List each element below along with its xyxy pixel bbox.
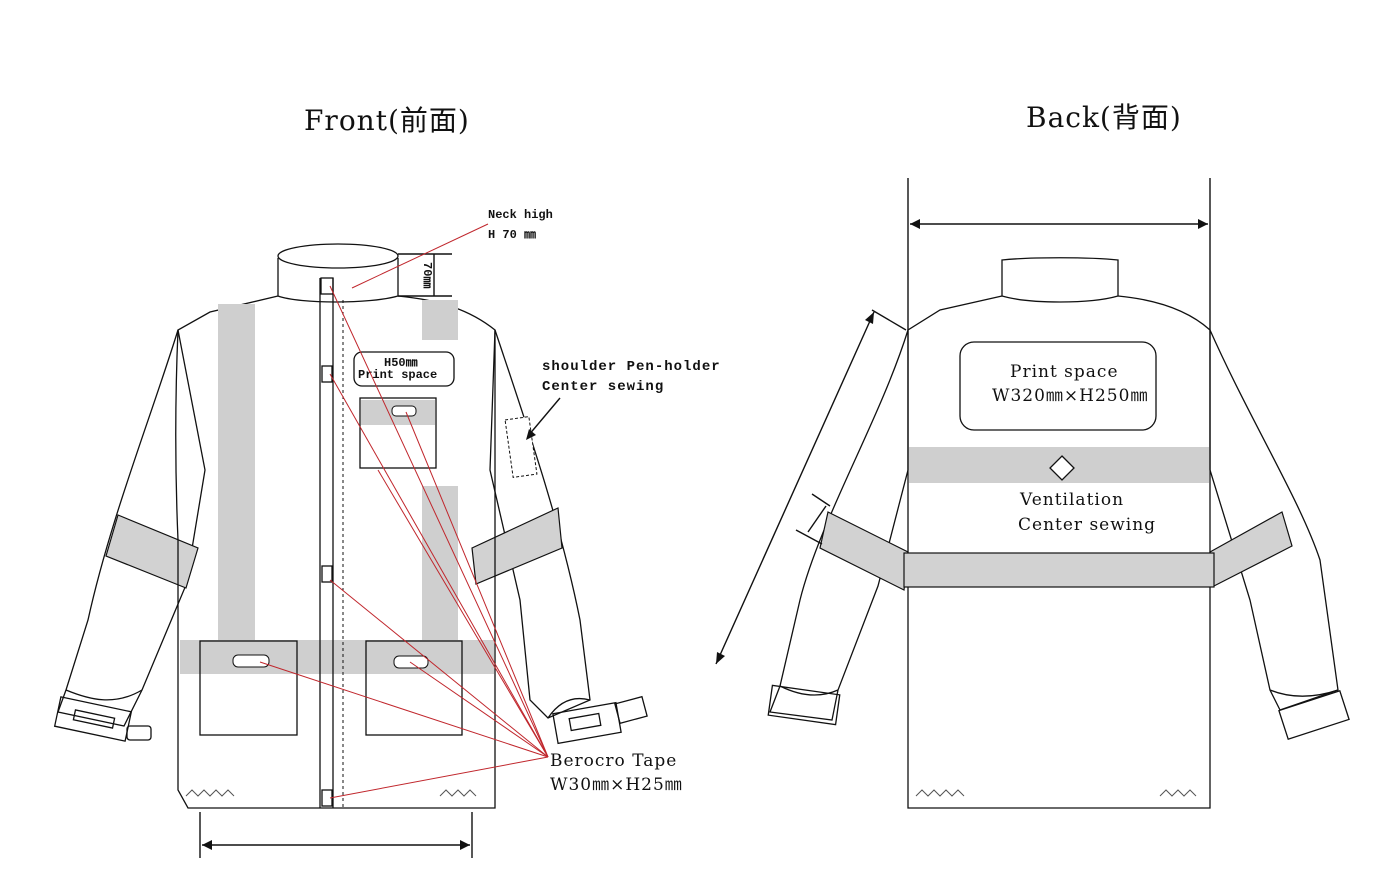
front-right-pocket-tape xyxy=(393,655,429,669)
front-chest-pocket-tape xyxy=(391,405,417,417)
band-dim-line xyxy=(807,505,827,533)
front-left-pocket xyxy=(199,640,298,736)
pen-callout-line xyxy=(527,397,561,437)
front-right-cuff-snap xyxy=(614,695,648,725)
back-hem-right xyxy=(1159,789,1197,797)
back-jacket: Print space W320㎜×H250㎜ Ventilation Cent… xyxy=(715,178,1350,809)
back-waist-band xyxy=(903,552,1215,588)
front-zip-tab-2 xyxy=(321,365,333,383)
band-dim-ext-bottom xyxy=(795,529,823,545)
sleeve-length-arrow-top xyxy=(865,312,874,324)
front-right-cuff xyxy=(547,697,591,719)
back-right-sleeve-band xyxy=(1209,511,1293,587)
pen-label-1: shoulder Pen-holder xyxy=(542,359,721,375)
back-left-sleeve-band xyxy=(819,511,909,591)
front-width-arrow-left xyxy=(202,840,212,850)
back-title: Back(背面) xyxy=(1026,101,1182,134)
back-right-cuff-tab xyxy=(1278,690,1350,740)
sleeve-length-arrow-bottom xyxy=(716,652,725,664)
back-right-cuff xyxy=(1269,689,1339,697)
front-left-pocket-tape xyxy=(232,654,270,668)
front-waist-band xyxy=(180,640,494,674)
front-collar xyxy=(277,258,399,303)
front-left-sleeve-band xyxy=(105,514,199,589)
back-print-label-2: W320㎜×H250㎜ xyxy=(992,386,1148,406)
back-width-arrow-left xyxy=(910,219,920,229)
back-print-label-1: Print space xyxy=(1010,362,1119,382)
tape-label-2: W30㎜×H25㎜ xyxy=(550,775,683,795)
front-hem-right xyxy=(439,789,477,797)
back-hem-left xyxy=(915,789,965,797)
front-print-box xyxy=(353,351,455,387)
vent-label-2: Center sewing xyxy=(1018,515,1156,535)
front-print-label-1: H50㎜ xyxy=(384,356,418,370)
front-width-arrow-right xyxy=(460,840,470,850)
front-collar-top xyxy=(277,243,399,269)
front-title: Front(前面) xyxy=(304,104,470,137)
sleeve-length-line xyxy=(715,311,875,665)
front-right-sleeve-band xyxy=(471,507,563,585)
front-jacket: H50㎜ Print space 70㎜ xyxy=(53,208,721,858)
front-zip-tab-1 xyxy=(320,277,334,295)
pen-callout-arrow xyxy=(526,429,536,440)
front-print-label-2: Print space xyxy=(358,368,437,382)
back-collar xyxy=(1001,257,1119,303)
neck-callout-line xyxy=(351,223,489,289)
vent-label-1: Ventilation xyxy=(1019,490,1124,510)
front-hem-left xyxy=(185,789,235,797)
back-width-arrow-right xyxy=(1198,219,1208,229)
front-right-pocket xyxy=(365,640,463,736)
back-print-box xyxy=(959,341,1157,431)
back-left-cuff xyxy=(779,685,839,696)
front-right-cuff-tape xyxy=(568,712,602,732)
front-left-cuff-tape xyxy=(72,709,116,729)
neck-label-2: H 70 ㎜ xyxy=(488,228,536,242)
ventilation-icon xyxy=(1049,455,1075,481)
front-left-cuff-snap xyxy=(126,725,152,741)
neck-dim-label: 70㎜ xyxy=(420,262,434,288)
front-right-shoulder-band xyxy=(422,300,458,340)
back-body-outline xyxy=(907,295,1211,809)
tape-callout-lines xyxy=(259,285,549,799)
front-right-cuff-tab xyxy=(552,701,622,745)
front-chest-pocket xyxy=(359,397,437,469)
front-left-sleeve xyxy=(57,329,206,727)
front-pen-holder xyxy=(504,416,538,478)
back-left-cuff-tab xyxy=(767,684,841,726)
front-left-cuff xyxy=(65,689,143,701)
neck-label-1: Neck high xyxy=(488,208,553,222)
band-dim-ext-top xyxy=(811,493,831,507)
front-zip-tab-3 xyxy=(321,565,333,583)
sleeve-length-ext xyxy=(871,309,907,331)
front-right-vertical-band xyxy=(422,486,458,641)
front-left-vertical-band xyxy=(218,304,255,640)
tape-label-1: Berocro Tape xyxy=(550,751,677,771)
pen-label-2: Center sewing xyxy=(542,379,664,395)
